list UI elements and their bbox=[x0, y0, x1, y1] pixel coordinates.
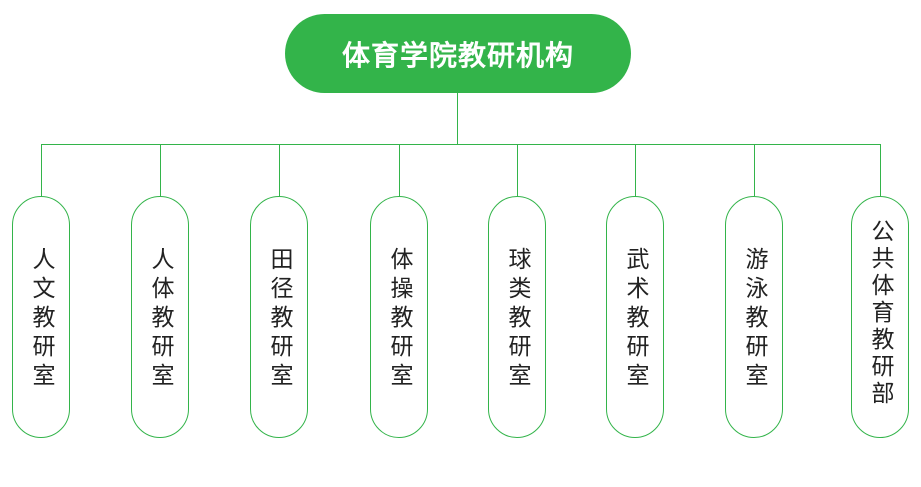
child-connector bbox=[160, 144, 161, 196]
child-connector bbox=[880, 144, 881, 196]
child-node-tianjing: 田径教研室 bbox=[250, 196, 308, 438]
child-label: 人文教研室 bbox=[28, 247, 54, 392]
child-node-qiulei: 球类教研室 bbox=[488, 196, 546, 438]
child-label: 公共体育教研部 bbox=[867, 219, 893, 408]
child-connector bbox=[635, 144, 636, 196]
child-connector bbox=[279, 144, 280, 196]
child-node-gonggong: 公共体育教研部 bbox=[851, 196, 909, 438]
child-node-youyong: 游泳教研室 bbox=[725, 196, 783, 438]
child-node-ticao: 体操教研室 bbox=[370, 196, 428, 438]
child-node-renwen: 人文教研室 bbox=[12, 196, 70, 438]
root-label: 体育学院教研机构 bbox=[341, 38, 574, 72]
child-node-renti: 人体教研室 bbox=[131, 196, 189, 438]
child-connector bbox=[41, 144, 42, 196]
root-connector bbox=[457, 93, 458, 144]
child-connector bbox=[399, 144, 400, 196]
child-label: 武术教研室 bbox=[622, 247, 648, 392]
child-connector bbox=[517, 144, 518, 196]
child-label: 人体教研室 bbox=[147, 247, 173, 392]
root-node: 体育学院教研机构 bbox=[285, 14, 631, 93]
child-label: 游泳教研室 bbox=[741, 247, 767, 392]
child-connector bbox=[754, 144, 755, 196]
child-label: 田径教研室 bbox=[266, 247, 292, 392]
child-label: 体操教研室 bbox=[386, 247, 412, 392]
child-label: 球类教研室 bbox=[504, 247, 530, 392]
horizontal-connector bbox=[41, 144, 881, 145]
child-node-wushu: 武术教研室 bbox=[606, 196, 664, 438]
